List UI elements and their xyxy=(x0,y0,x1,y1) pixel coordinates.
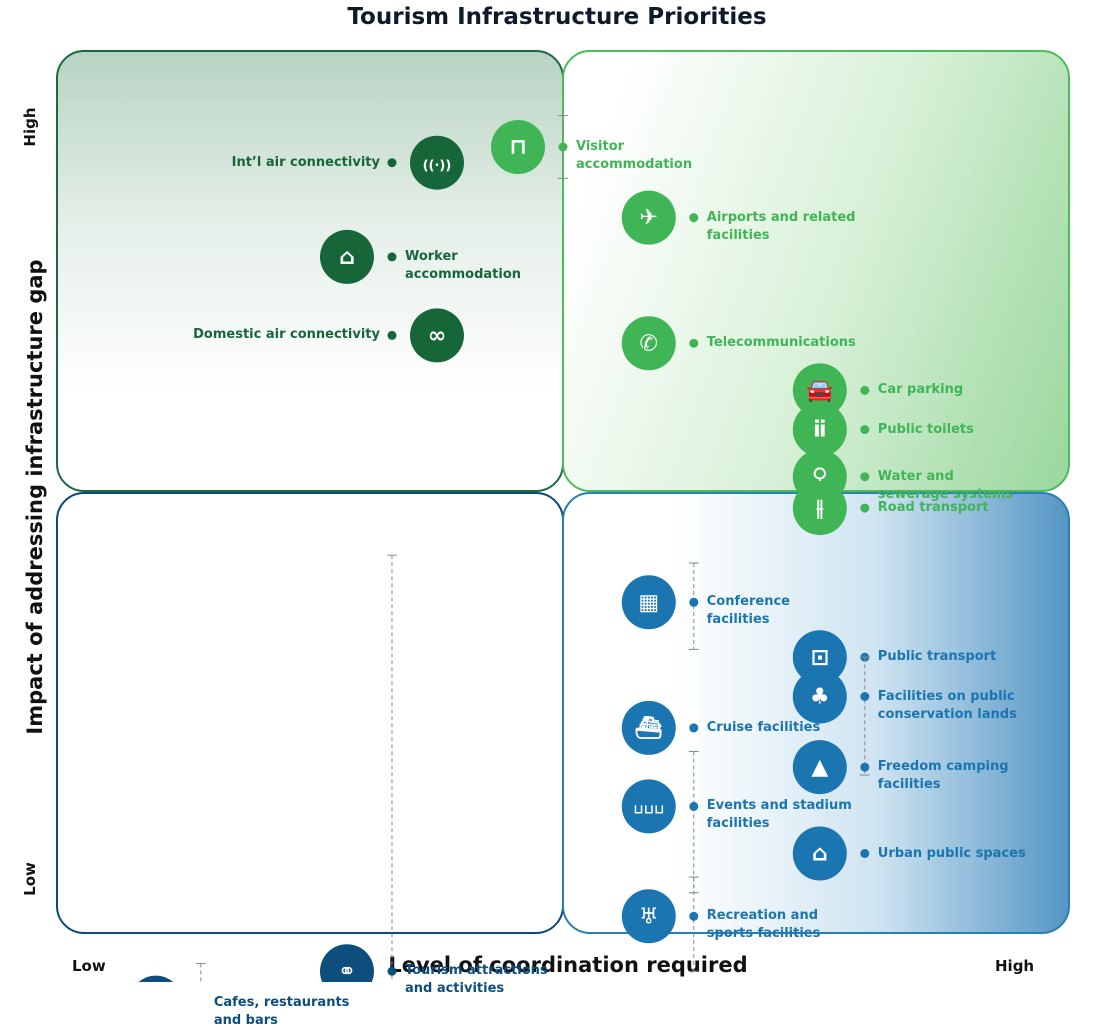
point-public-toilets xyxy=(860,425,870,435)
point-recreation-and-sports-facilities xyxy=(689,911,699,921)
point-label-airports-and-related-facilities: Airports and related facilities xyxy=(706,209,856,243)
svg-text:♅: ♅ xyxy=(639,904,659,929)
point-label-car-parking: Car parking xyxy=(877,382,964,398)
cutlery-icon: ⑂ xyxy=(138,975,174,982)
point-label-freedom-camping-facilities: Freedom camping facilities xyxy=(877,759,1009,793)
svg-text:▦: ▦ xyxy=(638,590,659,615)
house-icon: ⌂ xyxy=(319,229,374,284)
point-visitor-accommodation xyxy=(558,142,568,152)
svg-text:✈: ✈ xyxy=(640,206,658,231)
chart-plot-area: ((·))⌂∞⊓✈✆🚘ⅱ⚲⫲▦⊡♣⛴▲⊔⊔⊔⌂♅⚭⑂ xyxy=(138,115,870,982)
point-freedom-camping-facilities xyxy=(860,762,870,772)
point-telecommunications xyxy=(689,338,699,348)
bed-frame-icon: ⊓ xyxy=(491,120,545,174)
svg-text:⫲: ⫲ xyxy=(816,496,823,521)
point-label-visitor-accommodation: Visitor accommodation xyxy=(576,139,693,172)
point-label-events-and-stadium-facilities: Events and stadium facilities xyxy=(706,798,852,832)
point-facilities-on-public-conservation-lands xyxy=(860,692,870,701)
point-urban-public-spaces xyxy=(860,849,870,858)
bicycle-icon: ⚭ xyxy=(319,944,374,982)
building-icon: ▦ xyxy=(621,575,676,630)
point-label-domestic-air-connectivity: Domestic air connectivity xyxy=(193,327,380,343)
point-water-and-sewerage-systems xyxy=(860,472,870,482)
svg-text:▲: ▲ xyxy=(811,755,828,780)
point-label-road-transport: Road transport xyxy=(877,500,989,516)
quadrant-top-left xyxy=(56,50,564,492)
train-icon: ⊡ xyxy=(792,630,847,685)
point-label-urban-public-spaces: Urban public spaces xyxy=(877,845,1026,861)
tent-icon: ▲ xyxy=(792,740,847,795)
ship-icon: ⛴ xyxy=(621,700,676,755)
point-int-l-air-connectivity xyxy=(387,158,397,168)
svg-text:✆: ✆ xyxy=(640,331,658,356)
point-conference-facilities xyxy=(689,597,699,607)
point-label-public-transport: Public transport xyxy=(877,649,997,665)
x-tick-low: Low xyxy=(72,957,106,975)
svg-text:⌂: ⌂ xyxy=(812,842,828,867)
toilets-icon: ⅱ xyxy=(792,402,847,457)
svg-text:∞: ∞ xyxy=(428,323,446,348)
point-label-public-toilets: Public toilets xyxy=(877,421,974,437)
svg-text:🚘: 🚘 xyxy=(806,378,833,403)
point-worker-accommodation xyxy=(387,252,397,262)
tree-icon: ♣ xyxy=(792,669,847,724)
wifi-signal-icon: ((·)) xyxy=(409,135,464,190)
x-axis-label: Level of coordination required xyxy=(388,953,748,977)
phone-icon: ✆ xyxy=(621,316,676,371)
svg-text:⊡: ⊡ xyxy=(811,645,829,670)
seats-icon: ⊔⊔⊔ xyxy=(621,779,676,834)
quadrant-bottom-left xyxy=(56,492,564,934)
svg-text:((·)): ((·)) xyxy=(423,159,452,174)
point-label-cafes-restaurants-and-bars: Cafes, restaurants and bars xyxy=(213,994,350,1028)
point-label-tourism-attractions-and-activities: Tourism attractions and activities xyxy=(404,963,548,997)
point-label-recreation-and-sports-facilities: Recreation and sports facilities xyxy=(706,908,821,942)
svg-text:ⅱ: ⅱ xyxy=(813,418,826,443)
point-car-parking xyxy=(860,385,870,395)
point-tourism-attractions-and-activities xyxy=(387,966,397,976)
link-icon: ∞ xyxy=(409,308,464,363)
svg-text:⛴: ⛴ xyxy=(635,715,663,741)
x-tick-high: High xyxy=(995,957,1035,975)
svg-text:⊓: ⊓ xyxy=(509,135,527,160)
point-label-telecommunications: Telecommunications xyxy=(706,335,856,351)
point-domestic-air-connectivity xyxy=(387,330,397,340)
point-label-facilities-on-public-conservation-lands: Facilities on public conservation lands xyxy=(877,688,1017,722)
chart-title: Tourism Infrastructure Priorities xyxy=(347,4,767,30)
svg-text:⊔⊔⊔: ⊔⊔⊔ xyxy=(633,802,664,817)
point-events-and-stadium-facilities xyxy=(689,801,699,811)
point-label-int-l-air-connectivity: Int’l air connectivity xyxy=(231,154,380,170)
svg-text:⌂: ⌂ xyxy=(339,245,355,270)
airplane-icon: ✈ xyxy=(621,190,676,245)
svg-text:♣: ♣ xyxy=(810,685,830,710)
trophy-icon: ♅ xyxy=(621,889,676,944)
point-label-conference-facilities: Conference facilities xyxy=(706,594,790,628)
car-icon: 🚘 xyxy=(792,363,847,418)
museum-icon: ⌂ xyxy=(792,826,847,881)
point-label-worker-accommodation: Worker accommodation xyxy=(404,248,522,282)
point-label-cruise-facilities: Cruise facilities xyxy=(706,719,821,735)
svg-text:⚭: ⚭ xyxy=(338,959,356,982)
point-airports-and-related-facilities xyxy=(689,213,699,223)
point-label-water-and-sewerage-systems: Water and sewerage systems xyxy=(877,468,1014,502)
point-cruise-facilities xyxy=(689,723,699,733)
point-road-transport xyxy=(860,503,870,513)
road-icon: ⫲ xyxy=(792,481,847,536)
